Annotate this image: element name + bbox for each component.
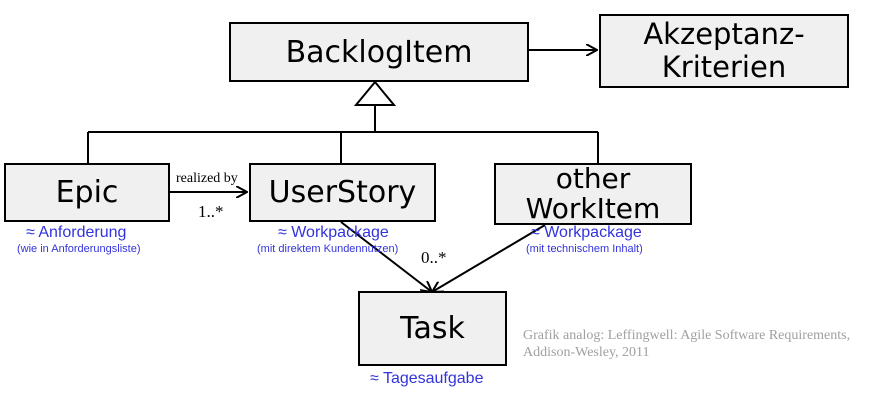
source-credit-line2: Addison-Wesley, 2011 xyxy=(523,345,650,360)
class-akzeptanz-line2: Kriterien xyxy=(661,50,787,84)
class-user-story-label: UserStory xyxy=(268,175,417,210)
other-annotation: ≈ Workpackage xyxy=(531,224,642,241)
class-epic-label: Epic xyxy=(55,175,119,210)
class-task: Task xyxy=(358,291,507,366)
class-task-label: Task xyxy=(400,311,465,346)
class-akzeptanz-line1: Akzeptanz- xyxy=(643,17,805,51)
class-user-story: UserStory xyxy=(249,163,436,222)
task-annotation: ≈ Tagesaufgabe xyxy=(370,370,484,387)
source-credit-line1: Grafik analog: Leffingwell: Agile Softwa… xyxy=(523,328,851,343)
class-akzeptanzkriterien: Akzeptanz- Kriterien xyxy=(599,14,849,88)
multiplicity-epic-story: 1..* xyxy=(198,202,224,221)
generalization-triangle xyxy=(353,80,397,106)
epic-annotation-sub: (wie in Anforderungsliste) xyxy=(17,243,141,255)
class-backlog-item-label: BacklogItem xyxy=(285,34,473,70)
source-credit: Grafik analog: Leffingwell: Agile Softwa… xyxy=(523,327,850,361)
class-epic: Epic xyxy=(4,163,170,222)
userstory-annotation: ≈ Workpackage xyxy=(278,224,389,241)
epic-annotation: ≈ Anforderung xyxy=(26,224,127,241)
class-other-line1: other xyxy=(555,162,631,195)
class-other-work-item: other WorkItem xyxy=(494,163,692,225)
class-other-line2: WorkItem xyxy=(525,192,661,225)
other-to-task-arrow xyxy=(432,224,546,292)
class-backlog-item: BacklogItem xyxy=(229,22,529,82)
userstory-annotation-sub: (mit direktem Kundennutzen) xyxy=(257,243,399,255)
other-annotation-sub: (mit technischem Inhalt) xyxy=(526,243,643,255)
userstory-to-task-arrow xyxy=(340,221,432,292)
multiplicity-story-task: 0..* xyxy=(421,248,447,267)
realized-by-label: realized by xyxy=(176,171,238,186)
